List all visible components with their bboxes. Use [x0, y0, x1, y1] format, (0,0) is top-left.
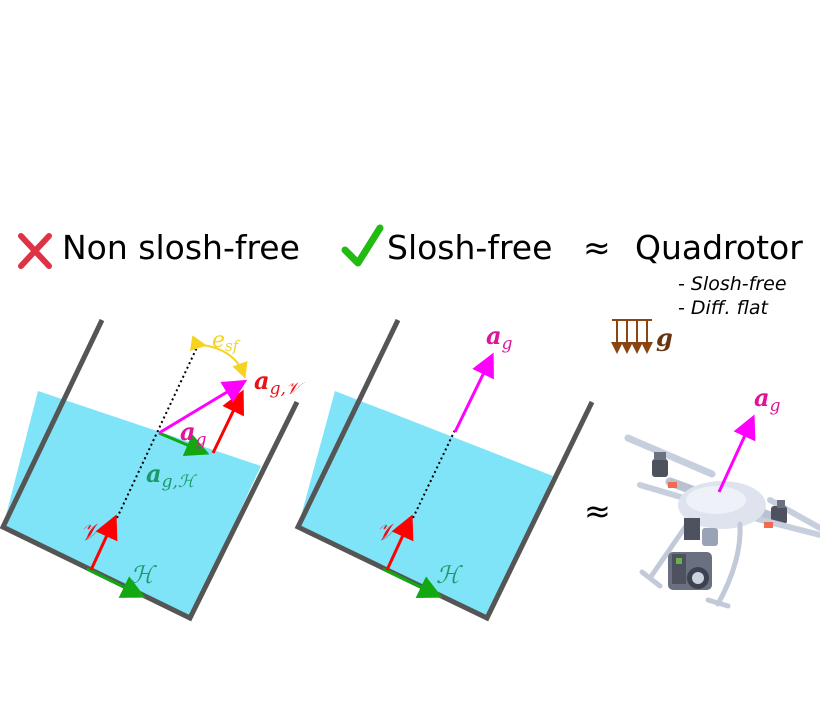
dotted-line	[116, 342, 200, 519]
a-g-V-arrow	[211, 389, 244, 454]
property-slosh-free: - Slosh-free	[678, 273, 787, 295]
tank-non-slosh-free	[0, 318, 300, 622]
e-sf-arc-arrow	[189, 335, 248, 379]
a-g-arrow-drone	[717, 414, 756, 493]
label-a-g-2: ag	[486, 321, 513, 354]
H-arrow-2	[382, 567, 443, 599]
label-a-g-V: ag,𝒱	[254, 366, 306, 399]
label-H-2: ℋ	[436, 561, 463, 589]
V-arrow-2	[385, 514, 414, 571]
property-diff-flat: - Diff. flat	[678, 297, 768, 319]
a-g-arrow	[158, 379, 248, 435]
label-e-sf: esf	[212, 328, 241, 355]
a-g-H-arrow	[158, 431, 210, 457]
quadrotor-drone-icon	[624, 414, 820, 609]
check-icon	[341, 224, 384, 267]
label-gravity: g	[656, 323, 673, 352]
header-slosh-free: Slosh-free	[387, 228, 553, 267]
tank-slosh-free	[294, 318, 595, 622]
dotted-line-2	[412, 429, 456, 519]
a-g-arrow-2	[453, 352, 494, 433]
V-arrow	[89, 514, 118, 571]
label-H: ℋ	[130, 561, 157, 589]
header-quadrotor: Quadrotor	[635, 228, 803, 267]
cross-icon	[18, 233, 52, 269]
label-a-g: ag	[180, 417, 207, 450]
label-a-g-H: ag,ℋ	[146, 459, 198, 492]
header-non-slosh-free: Non slosh-free	[62, 228, 300, 267]
approx-symbol-2: ≈	[584, 492, 611, 530]
H-arrow	[86, 567, 146, 598]
gravity-arrows-icon	[611, 319, 653, 354]
quadrotor-properties: - Slosh-free - Diff. flat	[678, 272, 787, 320]
header-approx: ≈	[583, 228, 611, 267]
label-a-g-drone: ag	[754, 383, 781, 416]
water-tilted-2	[298, 391, 553, 618]
